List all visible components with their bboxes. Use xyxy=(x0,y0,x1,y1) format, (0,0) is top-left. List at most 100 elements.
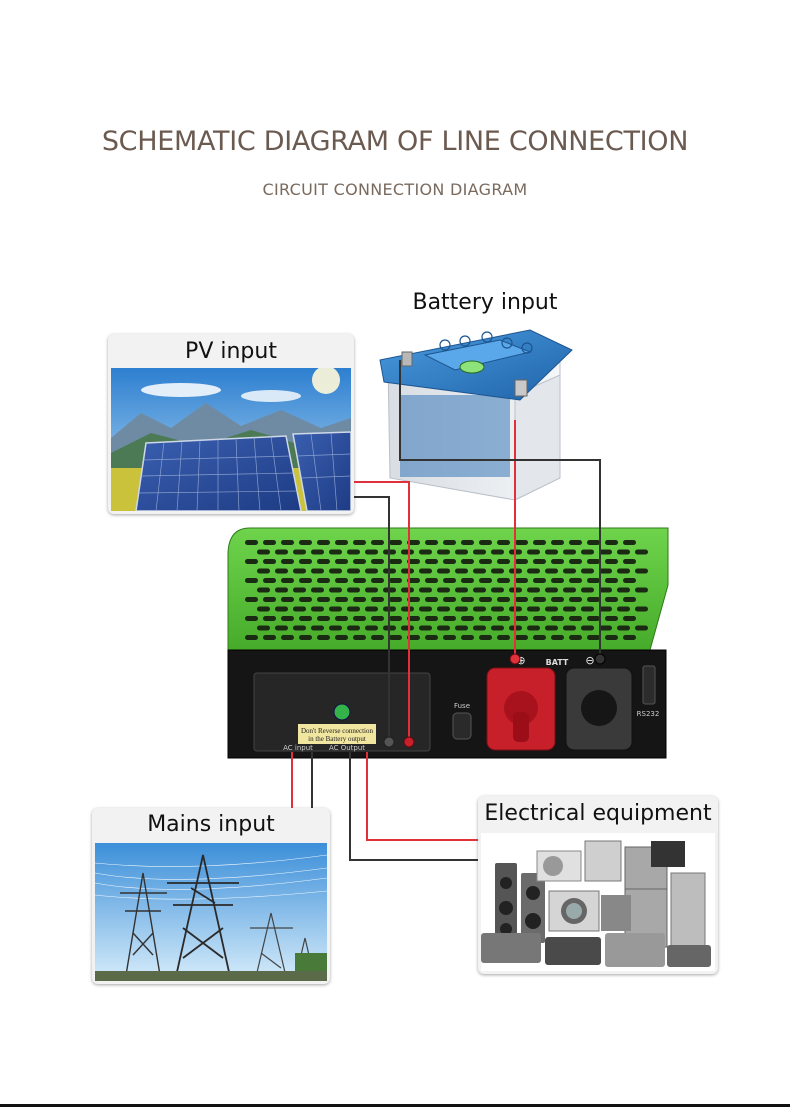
vent-slot xyxy=(329,587,342,593)
vent-slot xyxy=(461,559,474,564)
vent-slot xyxy=(545,606,558,612)
vent-slot xyxy=(551,559,564,564)
vent-slot xyxy=(335,578,348,583)
vent-slot xyxy=(479,540,492,545)
vent-slot xyxy=(569,559,582,564)
solar-panel-left xyxy=(135,435,302,511)
vent-slot xyxy=(389,597,402,602)
vent-slot xyxy=(281,559,294,564)
vent-slot xyxy=(311,625,324,631)
vent-slot xyxy=(245,578,258,583)
vent-slot xyxy=(533,559,546,564)
vent-slot xyxy=(587,540,600,545)
vent-slot xyxy=(617,549,630,555)
vent-slot xyxy=(263,616,276,621)
vent-slot xyxy=(335,540,348,545)
vent-slot xyxy=(623,540,636,545)
battery-wire-black xyxy=(399,360,601,655)
vent-slot xyxy=(551,616,564,621)
vent-slot xyxy=(581,549,594,555)
vent-slot xyxy=(275,625,288,631)
vent-slot xyxy=(263,540,276,545)
vent-slot xyxy=(317,635,330,640)
vent-slot xyxy=(461,616,474,621)
vent-slot xyxy=(605,616,618,621)
vent-slot xyxy=(437,606,450,612)
vent-slot xyxy=(425,540,438,545)
vent-slot xyxy=(623,597,636,602)
vent-slot xyxy=(515,635,528,640)
vent-slot xyxy=(317,597,330,602)
inverter-vents xyxy=(245,540,648,640)
vent-slot xyxy=(617,587,630,593)
page-subtitle: CIRCUIT CONNECTION DIAGRAM xyxy=(262,180,528,199)
battery xyxy=(379,329,573,501)
inverter-front xyxy=(227,649,667,759)
vent-slot xyxy=(293,568,306,574)
vent-slot xyxy=(623,559,636,564)
vent-slot xyxy=(563,587,576,593)
vent-slot xyxy=(617,625,630,631)
vent-slot xyxy=(365,606,378,612)
vent-slot xyxy=(347,587,360,593)
vent-slot xyxy=(257,606,270,612)
vent-slot xyxy=(551,578,564,583)
vent-slot xyxy=(281,578,294,583)
vent-slot xyxy=(533,540,546,545)
vent-slot xyxy=(263,597,276,602)
vent-slot xyxy=(299,597,312,602)
vent-slot xyxy=(401,549,414,555)
vent-slot xyxy=(563,549,576,555)
vent-slot xyxy=(581,568,594,574)
vent-slot xyxy=(347,625,360,631)
vent-slot xyxy=(437,549,450,555)
vent-slot xyxy=(347,549,360,555)
vent-slot xyxy=(473,606,486,612)
vent-slot xyxy=(533,578,546,583)
appliances-image xyxy=(481,833,715,971)
vent-slot xyxy=(275,606,288,612)
pv-input-card: PV input xyxy=(108,334,354,514)
vent-slot xyxy=(599,625,612,631)
mains-input-label: Mains input xyxy=(147,812,275,837)
vent-slot xyxy=(389,540,402,545)
vent-slot xyxy=(299,616,312,621)
vent-slot xyxy=(569,635,582,640)
vent-slot xyxy=(545,568,558,574)
vent-slot xyxy=(383,625,396,631)
vent-slot xyxy=(293,587,306,593)
minus-symbol: ⊖ xyxy=(585,654,594,667)
vent-slot xyxy=(461,597,474,602)
vent-slot xyxy=(509,549,522,555)
vent-slot xyxy=(425,597,438,602)
vent-slot xyxy=(491,606,504,612)
vent-slot xyxy=(527,625,540,631)
vent-slot xyxy=(419,625,432,631)
vent-slot xyxy=(401,625,414,631)
vent-slot xyxy=(383,568,396,574)
wire-terminals xyxy=(383,653,606,748)
vent-slot xyxy=(371,616,384,621)
equipment-wire-black xyxy=(349,752,478,861)
vent-slot xyxy=(311,549,324,555)
vent-slot xyxy=(389,578,402,583)
vent-slot xyxy=(551,597,564,602)
vent-slot xyxy=(497,635,510,640)
vent-slot xyxy=(479,559,492,564)
vent-slot xyxy=(383,549,396,555)
vent-slot xyxy=(365,625,378,631)
vent-slot xyxy=(545,549,558,555)
vent-slot xyxy=(317,559,330,564)
vent-slot xyxy=(311,568,324,574)
vent-slot xyxy=(257,587,270,593)
solar-panel-right xyxy=(292,431,351,511)
vent-slot xyxy=(245,559,258,564)
vent-slot xyxy=(581,606,594,612)
vent-slot xyxy=(281,635,294,640)
vent-slot xyxy=(425,559,438,564)
vent-slot xyxy=(479,635,492,640)
vent-slot xyxy=(569,616,582,621)
vent-slot xyxy=(401,587,414,593)
vent-slot xyxy=(389,635,402,640)
vent-slot xyxy=(275,549,288,555)
